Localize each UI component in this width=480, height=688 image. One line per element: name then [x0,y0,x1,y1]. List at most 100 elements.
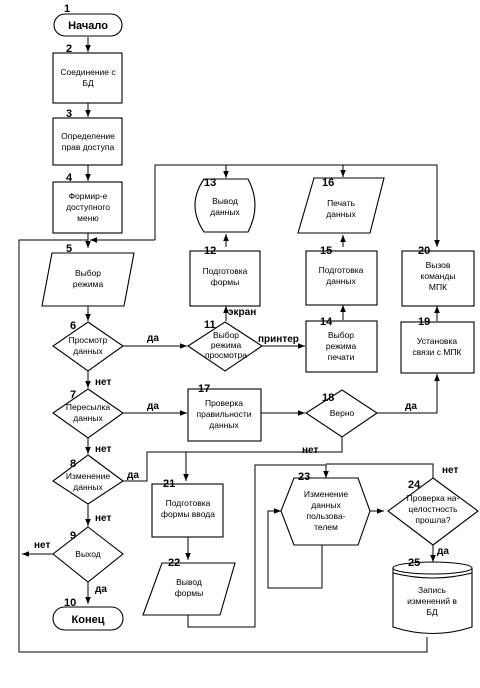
edge-label-printer: принтер [258,334,299,345]
node-23-num: 23 [298,471,310,483]
node-3-label-1: Определение [61,131,115,141]
node-22-shape [142,562,236,616]
node-21: Подготовка формы ввода 21 [151,478,224,538]
node-25-label-2: изменений в [407,596,457,606]
node-5-label-1: Выбор [75,268,101,278]
node-21-shape [151,483,224,538]
node-21-label-2: формы ввода [161,509,215,519]
node-24-num: 24 [408,479,421,491]
edge-label-yes-24: да [437,546,449,557]
node-13-label-1: Вывод [212,196,238,206]
node-24-shape [387,477,479,546]
node-9: Выход 9 [52,526,124,583]
edge-label-yes-18: да [405,401,417,412]
node-3-label-2: прав доступа [62,142,115,152]
node-7-label-2: данных [73,413,103,423]
node-25-ring [392,572,473,579]
node-12-label-2: формы [211,277,239,287]
edge-label-no-8: нет [95,513,111,524]
node-9-label-1: Выход [75,549,100,559]
node-6-shape [52,321,124,372]
node-12-label-1: Подготовка [203,266,248,276]
node-18-shape [304,389,378,438]
node-19-label-1: Установка [417,336,457,346]
node-12-num: 12 [204,245,216,257]
edge-label-no-6: нет [95,377,111,388]
node-17-label-1: Проверка [205,398,243,408]
edge-label-no-18: нет [302,445,318,456]
node-23: Изменение данных пользова- телем 23 [280,471,371,546]
node-6-label-2: данных [73,346,103,356]
node-18-num: 18 [322,392,334,404]
edge-18-19 [377,374,440,414]
node-17-label-2: правильности [196,409,251,419]
node-3-num: 3 [66,108,72,120]
edge-label-no-24: нет [442,465,458,476]
node-17-label-3: данных [209,420,239,430]
node-25-label-1: Запись [418,585,446,595]
node-20: Вызов команды МПК 20 [401,245,475,307]
node-19-label-2: связи с МПК [412,347,461,357]
node-11-label-3: просмотра [205,350,247,360]
edge-label-yes-9: да [95,584,107,595]
edge-23-self [267,508,323,589]
edge-18-no [186,437,343,453]
node-25-top [392,561,473,575]
node-7-label-1: Пересылка [66,402,111,412]
node-13: Вывод данных 13 [194,177,256,233]
node-21-label-1: Подготовка [166,498,211,508]
node-24: Проверка на- целостность прошла? 24 [387,477,479,546]
node-19-num: 19 [418,316,430,328]
node-16: Печать данных 16 [297,177,385,234]
node-17: Проверка правильности данных 17 [187,383,262,442]
node-16-label-1: Печать [327,198,355,208]
edges [18,37,440,653]
node-7-num: 7 [70,389,76,401]
node-23-label-3: пользова- [306,511,345,521]
node-14-label-2: режима [326,341,357,351]
node-7-shape [52,388,124,439]
node-3-shape [52,117,123,166]
node-16-label-2: данных [326,209,356,219]
node-1-shape [53,13,123,37]
node-6-label-1: Просмотр [69,335,108,345]
node-3: Определение прав доступа 3 [52,108,123,166]
node-14-num: 14 [320,316,333,328]
edge-labels: да нет да нет да нет нет да экран принте… [34,307,458,595]
node-15-shape [305,250,378,306]
node-12-shape [189,250,261,307]
node-2-label-1: Соединение с [60,67,116,77]
node-25: Запись изменений в БД 25 [392,557,473,635]
node-17-shape [187,388,262,442]
node-5-num: 5 [66,243,72,255]
node-7: Пересылка данных 7 [52,388,124,439]
node-4: Формир-е доступного меню 4 [52,172,123,234]
node-8-label-1: Изменение [66,471,110,481]
edge-label-yes-7: да [147,401,159,412]
node-10-num: 10 [64,597,76,609]
node-11-shape [187,321,263,372]
node-15-label-2: данных [326,276,356,286]
node-23-label-4: телем [314,522,338,532]
node-25-label-3: БД [426,607,438,617]
edge-22-23 [187,464,329,628]
node-4-shape [52,181,123,234]
node-14-label-1: Выбор [328,330,354,340]
node-24-label-2: целостность [408,504,458,514]
node-2: Соединение с БД 2 [52,43,123,104]
node-10-label: Конец [72,614,105,626]
node-14-label-3: печати [328,352,355,362]
node-11: Выбор режима просмотра 11 [187,319,263,372]
node-16-num: 16 [322,177,334,189]
edge-8-21 [123,451,189,482]
node-12: Подготовка формы 12 [189,245,261,307]
node-8-shape [52,454,124,505]
node-1-label: Начало [68,20,108,32]
node-17-num: 17 [198,383,210,395]
edge-outer-loop-left [18,239,428,653]
node-14: Выбор режима печати 14 [305,316,378,373]
node-19-shape [400,321,475,374]
node-16-shape [297,177,385,234]
